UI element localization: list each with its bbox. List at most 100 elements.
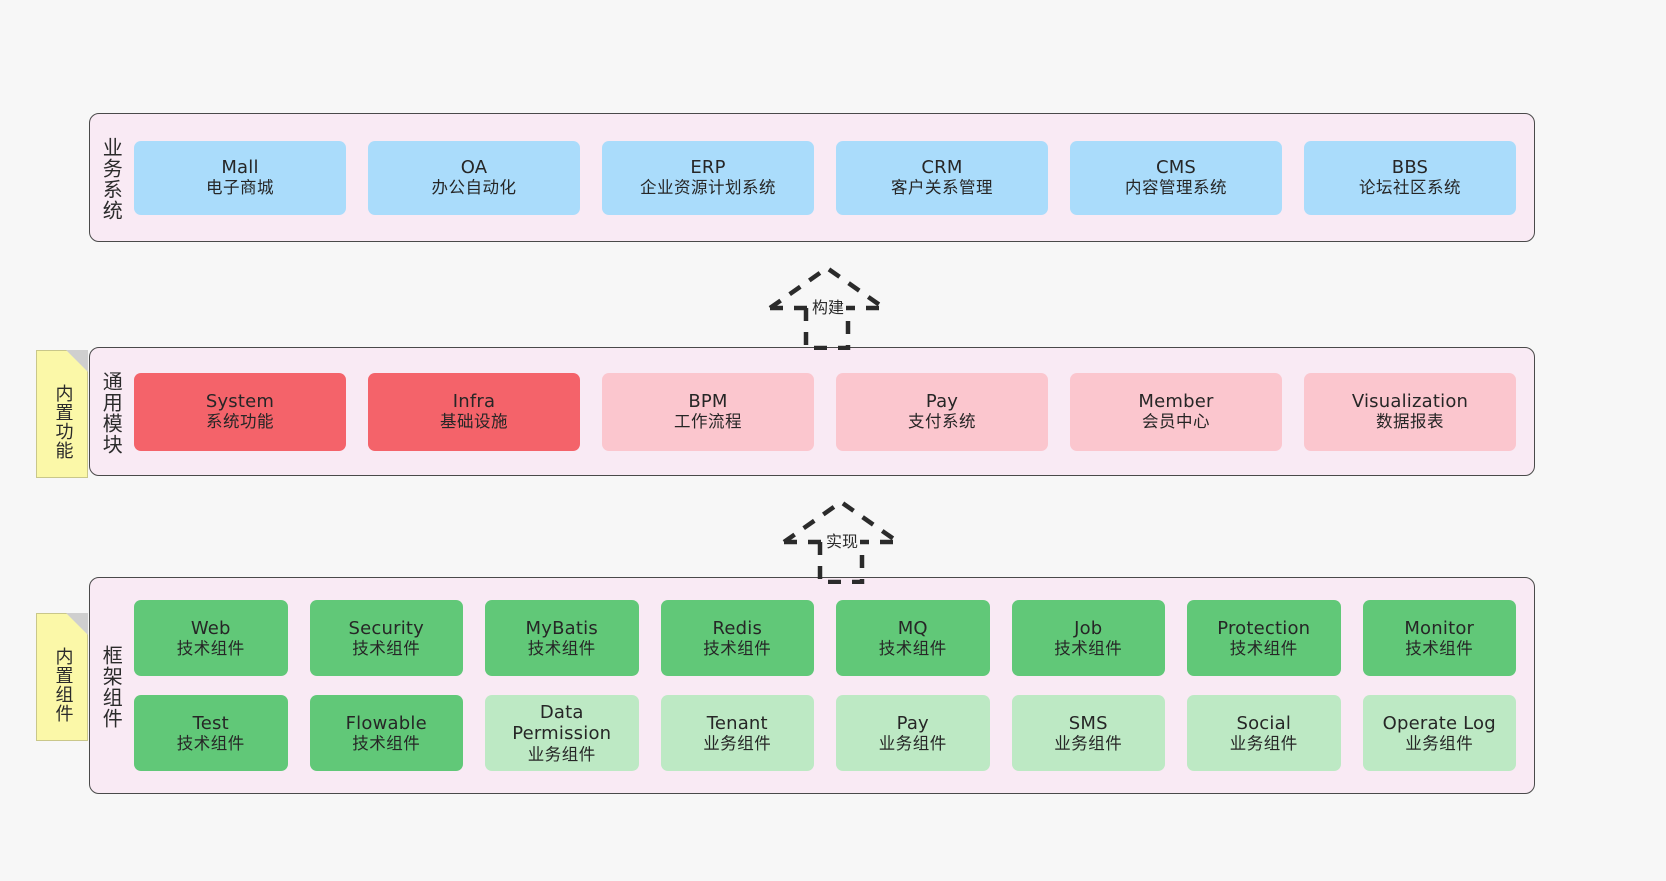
node-security-cn: 技术组件 bbox=[352, 638, 421, 658]
node-web[interactable]: Web 技术组件 bbox=[134, 600, 288, 676]
node-cms-cn: 内容管理系统 bbox=[1125, 178, 1227, 198]
node-social-cn: 业务组件 bbox=[1229, 733, 1298, 753]
node-erp[interactable]: ERP 企业资源计划系统 bbox=[602, 140, 814, 215]
node-mq-en: MQ bbox=[897, 617, 928, 639]
node-crm-en: CRM bbox=[921, 157, 963, 179]
node-security-en: Security bbox=[348, 617, 425, 639]
node-flowable-en: Flowable bbox=[345, 712, 427, 734]
node-sms[interactable]: SMS 业务组件 bbox=[1011, 695, 1165, 771]
node-redis-cn: 技术组件 bbox=[703, 638, 772, 658]
node-tenant[interactable]: Tenant 业务组件 bbox=[660, 695, 814, 771]
node-protection[interactable]: Protection 技术组件 bbox=[1187, 600, 1341, 676]
layer-title-framework-component: 框架组件 bbox=[99, 644, 124, 729]
node-flowable[interactable]: Flowable 技术组件 bbox=[309, 695, 463, 771]
node-data-permission[interactable]: Data Permission 业务组件 bbox=[485, 695, 639, 771]
node-member-en: Member bbox=[1138, 391, 1214, 413]
node-oa-en: OA bbox=[460, 157, 488, 179]
layer-title-business-system: 业务系统 bbox=[99, 136, 124, 221]
node-crm-cn: 客户关系管理 bbox=[891, 178, 993, 198]
note-builtin-function-text: 内置功能 bbox=[52, 384, 74, 460]
node-test-en: Test bbox=[192, 712, 229, 734]
note-builtin-function: 内置功能 bbox=[36, 350, 88, 478]
node-test-cn: 技术组件 bbox=[176, 733, 245, 753]
node-bbs[interactable]: BBS 论坛社区系统 bbox=[1304, 140, 1516, 215]
layer-body-common-module: System 系统功能 Infra 基础设施 BPM 工作流程 Pay 支付系统… bbox=[132, 348, 1534, 475]
node-protection-en: Protection bbox=[1217, 617, 1311, 639]
node-job[interactable]: Job 技术组件 bbox=[1011, 600, 1165, 676]
node-oa[interactable]: OA 办公自动化 bbox=[368, 140, 580, 215]
node-mall[interactable]: Mall 电子商城 bbox=[134, 140, 346, 215]
node-visualization[interactable]: Visualization 数据报表 bbox=[1304, 372, 1516, 451]
node-pay-component-en: Pay bbox=[896, 712, 929, 734]
layer-common-module: 通用模块 System 系统功能 Infra 基础设施 BPM 工作流程 Pay… bbox=[89, 347, 1535, 476]
arrow-implement-label: 实现 bbox=[824, 528, 861, 552]
note-fold-corner-icon bbox=[66, 613, 88, 635]
node-infra-en: Infra bbox=[452, 391, 496, 413]
node-bpm-cn: 工作流程 bbox=[674, 412, 742, 432]
node-monitor[interactable]: Monitor 技术组件 bbox=[1362, 600, 1516, 676]
node-security[interactable]: Security 技术组件 bbox=[309, 600, 463, 676]
node-mq[interactable]: MQ 技术组件 bbox=[836, 600, 990, 676]
node-social[interactable]: Social 业务组件 bbox=[1187, 695, 1341, 771]
node-data-permission-en: Data Permission bbox=[512, 702, 612, 745]
node-erp-cn: 企业资源计划系统 bbox=[640, 178, 776, 198]
business-system-row: Mall 电子商城 OA 办公自动化 ERP 企业资源计划系统 CRM 客户关系… bbox=[134, 140, 1516, 215]
node-monitor-en: Monitor bbox=[1404, 617, 1475, 639]
node-mq-cn: 技术组件 bbox=[878, 638, 947, 658]
arrow-implement: 实现 bbox=[769, 492, 929, 585]
node-web-en: Web bbox=[190, 617, 231, 639]
framework-row-business: Test 技术组件 Flowable 技术组件 Data Permission … bbox=[134, 695, 1516, 771]
framework-row-technical: Web 技术组件 Security 技术组件 MyBatis 技术组件 Redi… bbox=[134, 600, 1516, 676]
node-mybatis-cn: 技术组件 bbox=[527, 638, 596, 658]
node-member[interactable]: Member 会员中心 bbox=[1070, 372, 1282, 451]
node-operate-log[interactable]: Operate Log 业务组件 bbox=[1362, 695, 1516, 771]
node-pay-component[interactable]: Pay 业务组件 bbox=[836, 695, 990, 771]
node-pay-module-en: Pay bbox=[925, 391, 959, 413]
node-pay-module-cn: 支付系统 bbox=[908, 412, 976, 432]
node-sms-en: SMS bbox=[1068, 712, 1108, 734]
node-tenant-en: Tenant bbox=[706, 712, 768, 734]
node-operate-log-en: Operate Log bbox=[1382, 712, 1496, 734]
arrow-build-label: 构建 bbox=[810, 294, 847, 318]
node-bpm[interactable]: BPM 工作流程 bbox=[602, 372, 814, 451]
common-module-row: System 系统功能 Infra 基础设施 BPM 工作流程 Pay 支付系统… bbox=[134, 372, 1516, 451]
node-mybatis[interactable]: MyBatis 技术组件 bbox=[485, 600, 639, 676]
node-system[interactable]: System 系统功能 bbox=[134, 372, 346, 451]
node-visualization-en: Visualization bbox=[1351, 391, 1469, 413]
node-redis[interactable]: Redis 技术组件 bbox=[660, 600, 814, 676]
node-cms-en: CMS bbox=[1155, 157, 1197, 179]
layer-title-common-module: 通用模块 bbox=[99, 370, 124, 455]
node-infra[interactable]: Infra 基础设施 bbox=[368, 372, 580, 451]
node-erp-en: ERP bbox=[690, 157, 726, 179]
layer-body-business-system: Mall 电子商城 OA 办公自动化 ERP 企业资源计划系统 CRM 客户关系… bbox=[132, 114, 1534, 241]
node-visualization-cn: 数据报表 bbox=[1376, 412, 1444, 432]
node-crm[interactable]: CRM 客户关系管理 bbox=[836, 140, 1048, 215]
node-operate-log-cn: 业务组件 bbox=[1405, 733, 1474, 753]
node-monitor-cn: 技术组件 bbox=[1405, 638, 1474, 658]
node-mybatis-en: MyBatis bbox=[525, 617, 598, 639]
node-system-en: System bbox=[205, 391, 275, 413]
node-infra-cn: 基础设施 bbox=[440, 412, 508, 432]
node-redis-en: Redis bbox=[712, 617, 763, 639]
layer-body-framework-component: Web 技术组件 Security 技术组件 MyBatis 技术组件 Redi… bbox=[132, 578, 1534, 793]
node-oa-cn: 办公自动化 bbox=[431, 178, 517, 198]
node-mall-en: Mall bbox=[221, 157, 259, 179]
node-data-permission-cn: 业务组件 bbox=[527, 744, 596, 764]
node-social-en: Social bbox=[1236, 712, 1292, 734]
layer-business-system: 业务系统 Mall 电子商城 OA 办公自动化 ERP 企业资源计划系统 CRM… bbox=[89, 113, 1535, 242]
arrow-build: 构建 bbox=[755, 258, 915, 351]
node-job-en: Job bbox=[1074, 617, 1103, 639]
node-sms-cn: 业务组件 bbox=[1054, 733, 1123, 753]
node-bbs-en: BBS bbox=[1391, 157, 1429, 179]
node-pay-module[interactable]: Pay 支付系统 bbox=[836, 372, 1048, 451]
note-builtin-component-text: 内置组件 bbox=[52, 647, 74, 723]
node-pay-component-cn: 业务组件 bbox=[878, 733, 947, 753]
layer-framework-component: 框架组件 Web 技术组件 Security 技术组件 MyBatis 技术组件… bbox=[89, 577, 1535, 794]
node-cms[interactable]: CMS 内容管理系统 bbox=[1070, 140, 1282, 215]
note-fold-corner-icon bbox=[66, 350, 88, 372]
node-mall-cn: 电子商城 bbox=[206, 178, 274, 198]
node-test[interactable]: Test 技术组件 bbox=[134, 695, 288, 771]
node-tenant-cn: 业务组件 bbox=[703, 733, 772, 753]
node-protection-cn: 技术组件 bbox=[1229, 638, 1298, 658]
